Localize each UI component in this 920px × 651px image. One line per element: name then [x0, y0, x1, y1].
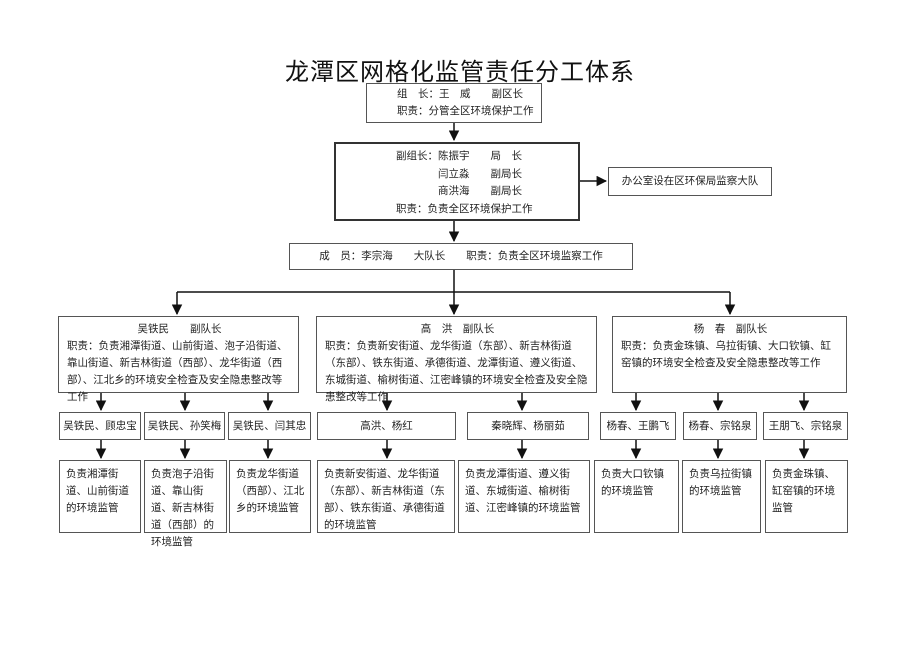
team-box: 杨春、王鹏飞: [600, 412, 676, 440]
team-box: 吴铁民、孙笑梅: [144, 412, 225, 440]
deputy-line-1: 副组长：陈振宇 局 长: [396, 150, 522, 162]
task-box: 负责泡子沿街道、靠山街道、新吉林街道（西部）的环境监管: [144, 460, 227, 548]
leader-name-line: 组 长：王 威 副区长: [397, 88, 523, 100]
team-box: 吴铁民、闫其忠: [228, 412, 311, 440]
team-name: 杨春、王鹏飞: [606, 420, 670, 432]
office-box: 办公室设在区环保局监察大队: [608, 167, 772, 196]
team-box: 杨春、宗铭泉: [683, 412, 757, 440]
deputy-leader-box: 副组长：陈振宇 局 长 闫立淼 副局长 商洪海 副局长 职责：负责全区环境保护工…: [334, 142, 580, 221]
member-label: 成 员：李宗海 大队长 职责：负责全区环境监察工作: [319, 250, 603, 262]
task-text: 负责湘潭街道、山前街道的环境监管: [66, 468, 129, 514]
deputy-duty-line: 职责：负责全区环境保护工作: [396, 202, 533, 215]
team-box: 吴铁民、顾忠宝: [59, 412, 141, 440]
group-box-wu: 吴铁民 副队长 职责：负责湘潭街道、山前街道、泡子沿街道、靠山街道、新吉林街道（…: [58, 316, 299, 403]
task-text: 负责大口钦镇的环境监管: [601, 468, 664, 497]
deputy-line-2: 闫立淼 副局长: [438, 167, 522, 180]
team-box: 高洪、杨红: [317, 412, 456, 440]
group-duty-gao: 职责：负责新安街道、龙华街道（东部）、新吉林街道（东部）、铁东街道、承德街道、龙…: [325, 340, 588, 403]
task-box: 负责金珠镇、缸窑镇的环境监管: [765, 460, 848, 533]
task-box: 负责龙潭街道、遵义街道、东城街道、榆树街道、江密峰镇的环境监管: [458, 460, 590, 533]
task-box: 负责湘潭街道、山前街道的环境监管: [59, 460, 141, 533]
task-box: 负责龙华街道（西部）、江北乡的环境监管: [229, 460, 311, 533]
leader-duty-line: 职责：分管全区环境保护工作: [397, 105, 534, 117]
team-name: 吴铁民、顾忠宝: [63, 420, 137, 432]
team-name: 杨春、宗铭泉: [688, 420, 752, 432]
group-head-yang: 杨 春 副队长: [693, 323, 768, 335]
group-duty-yang: 职责：负责金珠镇、乌拉街镇、大口钦镇、缸窑镇的环境安全检查及安全隐患整改等工作: [621, 340, 831, 369]
team-box: 王朋飞、宗铭泉: [763, 412, 848, 440]
team-name: 高洪、杨红: [360, 420, 413, 432]
task-text: 负责新安街道、龙华街道（东部）、新吉林街道（东部）、铁东街道、承德街道的环境监管: [324, 468, 445, 531]
group-box-gao: 高 洪 副队长 职责：负责新安街道、龙华街道（东部）、新吉林街道（东部）、铁东街…: [316, 316, 597, 403]
group-duty-wu: 职责：负责湘潭街道、山前街道、泡子沿街道、靠山街道、新吉林街道（西部）、龙华街道…: [67, 340, 288, 403]
leader-box: 组 长：王 威 副区长 职责：分管全区环境保护工作: [366, 83, 542, 123]
team-name: 吴铁民、孙笑梅: [147, 420, 222, 432]
deputy-line-3: 商洪海 副局长: [438, 185, 522, 197]
member-box: 成 员：李宗海 大队长 职责：负责全区环境监察工作: [289, 243, 633, 270]
task-box: 负责新安街道、龙华街道（东部）、新吉林街道（东部）、铁东街道、承德街道的环境监管: [317, 460, 455, 533]
task-box: 负责乌拉街镇的环境监管: [682, 460, 761, 533]
group-box-yang: 杨 春 副队长 职责：负责金珠镇、乌拉街镇、大口钦镇、缸窑镇的环境安全检查及安全…: [612, 316, 847, 393]
task-text: 负责龙潭街道、遵义街道、东城街道、榆树街道、江密峰镇的环境监管: [465, 468, 581, 514]
group-head-gao: 高 洪 副队长: [420, 323, 495, 335]
page-title: 龙潭区网格化监管责任分工体系: [285, 58, 635, 86]
group-head-wu: 吴铁民 副队长: [137, 323, 222, 335]
team-box: 秦晓辉、杨丽茹: [467, 412, 589, 440]
team-name: 吴铁民、闫其忠: [232, 420, 307, 432]
task-text: 负责泡子沿街道、靠山街道、新吉林街道（西部）的环境监管: [151, 468, 214, 548]
task-text: 负责金珠镇、缸窑镇的环境监管: [772, 468, 835, 514]
task-text: 负责龙华街道（西部）、江北乡的环境监管: [236, 468, 305, 514]
task-box: 负责大口钦镇的环境监管: [594, 460, 679, 533]
task-text: 负责乌拉街镇的环境监管: [689, 468, 752, 497]
team-name: 王朋飞、宗铭泉: [768, 420, 843, 432]
office-label: 办公室设在区环保局监察大队: [621, 175, 759, 187]
team-name: 秦晓辉、杨丽茹: [491, 420, 565, 432]
